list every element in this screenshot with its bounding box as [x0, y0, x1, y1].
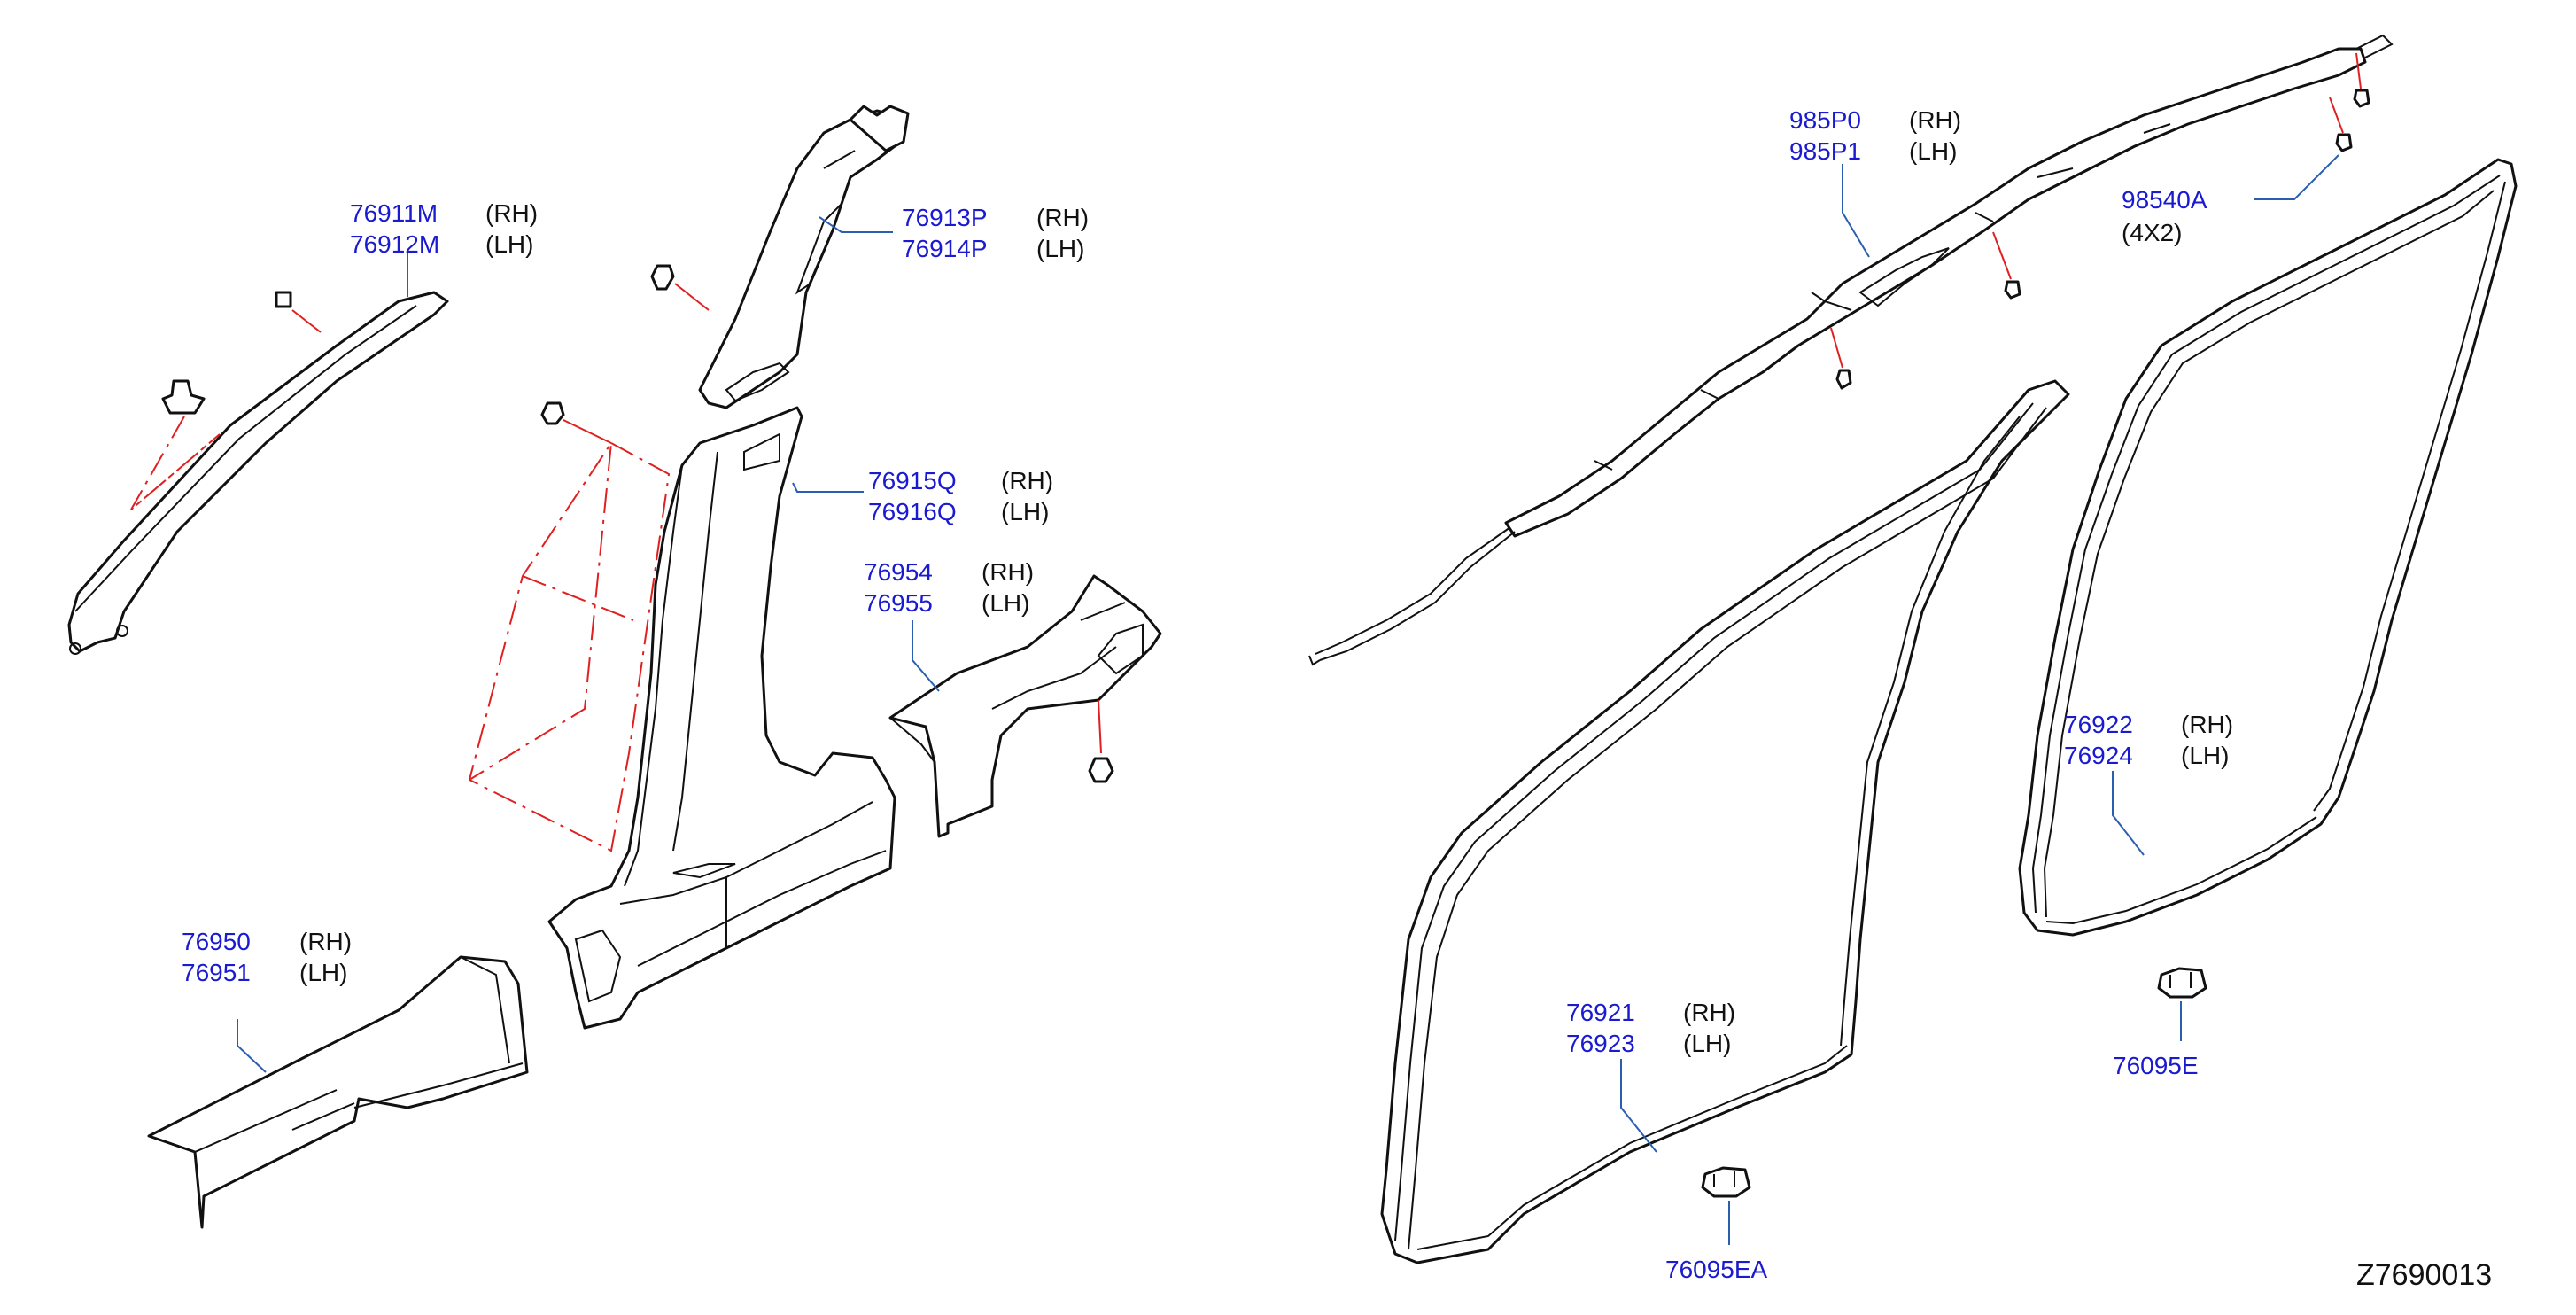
a-pillar-lower-trim — [698, 105, 910, 409]
part-number-rh: 76915Q — [868, 467, 957, 494]
part-number-rh: 76954 — [864, 558, 933, 586]
part-number-rh: 76911M — [350, 199, 438, 227]
label-b-pillar: 76915Q 76916Q (RH) (LH) — [868, 467, 1053, 525]
weatherstrip-clip-front — [1701, 1166, 1751, 1198]
side-lh: (LH) — [1683, 1030, 1731, 1057]
diagram-code: Z7690013 — [2356, 1258, 2492, 1292]
side-rh: (RH) — [1001, 467, 1053, 494]
a-pillar-lower-clip — [650, 264, 710, 311]
label-front-weatherstrip: 76921 76923 (RH) (LH) — [1566, 999, 1735, 1057]
rear-door-weatherstrip — [2018, 158, 2518, 937]
rear-kick-trim — [888, 574, 1162, 838]
label-a-pillar-upper: 76911M 76912M (RH) (LH) — [350, 199, 538, 258]
b-pillar-fasteners — [468, 401, 671, 852]
side-lh: (LH) — [2181, 742, 2229, 769]
label-sill-plate: 76950 76951 (RH) (LH) — [182, 928, 352, 986]
part-number: 76095E — [2113, 1052, 2199, 1079]
label-rear-kick: 76954 76955 (RH) (LH) — [864, 558, 1034, 617]
side-lh: (LH) — [982, 589, 1029, 617]
label-rear-weatherstrip: 76922 76924 (RH) (LH) — [2064, 711, 2233, 769]
label-a-pillar-lower: 76913P 76914P (RH) (LH) — [902, 204, 1089, 262]
side-rh: (RH) — [299, 928, 352, 955]
front-sill-plate — [147, 955, 529, 1229]
quantity: (4X2) — [2122, 219, 2182, 246]
side-rh: (RH) — [1909, 106, 1961, 134]
part-number-lh: 76914P — [902, 235, 988, 262]
label-airbag-bolt: 98540A (4X2) — [2122, 186, 2207, 246]
part-number-lh: 76951 — [182, 959, 251, 986]
side-lh: (LH) — [1909, 137, 1957, 165]
side-rh: (RH) — [982, 558, 1034, 586]
airbag-bolts — [1830, 52, 2370, 390]
curtain-airbag — [1308, 34, 2394, 666]
leader-lines — [237, 154, 2339, 1245]
part-number-lh: 76955 — [864, 589, 933, 617]
weatherstrip-clip-rear — [2157, 967, 2207, 999]
part-number-rh: 76921 — [1566, 999, 1635, 1026]
part-number: 98540A — [2122, 186, 2207, 214]
label-curtain-airbag: 985P0 985P1 (RH) (LH) — [1789, 106, 1961, 165]
front-door-weatherstrip — [1380, 379, 2070, 1264]
side-lh: (LH) — [1036, 235, 1084, 262]
part-number-lh: 76912M — [350, 230, 439, 258]
part-number-rh: 76950 — [182, 928, 251, 955]
side-rh: (RH) — [2181, 711, 2233, 738]
part-number-lh: 76923 — [1566, 1030, 1635, 1057]
part-number-rh: 76922 — [2064, 711, 2133, 738]
a-pillar-upper-trim — [67, 291, 449, 655]
part-number: 76095EA — [1665, 1256, 1768, 1283]
side-rh: (RH) — [1683, 999, 1735, 1026]
label-clip-rear: 76095E — [2113, 1052, 2199, 1079]
side-lh: (LH) — [1001, 498, 1049, 525]
label-clip-front: 76095EA — [1665, 1256, 1768, 1283]
b-pillar-trim — [547, 406, 896, 1030]
part-number-rh: 985P0 — [1789, 106, 1861, 134]
rear-kick-clip — [1088, 699, 1114, 783]
a-pillar-upper-fasteners — [130, 291, 322, 510]
part-number-lh: 76916Q — [868, 498, 957, 525]
part-number-rh: 76913P — [902, 204, 988, 231]
side-lh: (LH) — [485, 230, 533, 258]
part-number-lh: 985P1 — [1789, 137, 1861, 165]
part-number-lh: 76924 — [2064, 742, 2133, 769]
side-rh: (RH) — [1036, 204, 1089, 231]
side-rh: (RH) — [485, 199, 538, 227]
side-lh: (LH) — [299, 959, 347, 986]
